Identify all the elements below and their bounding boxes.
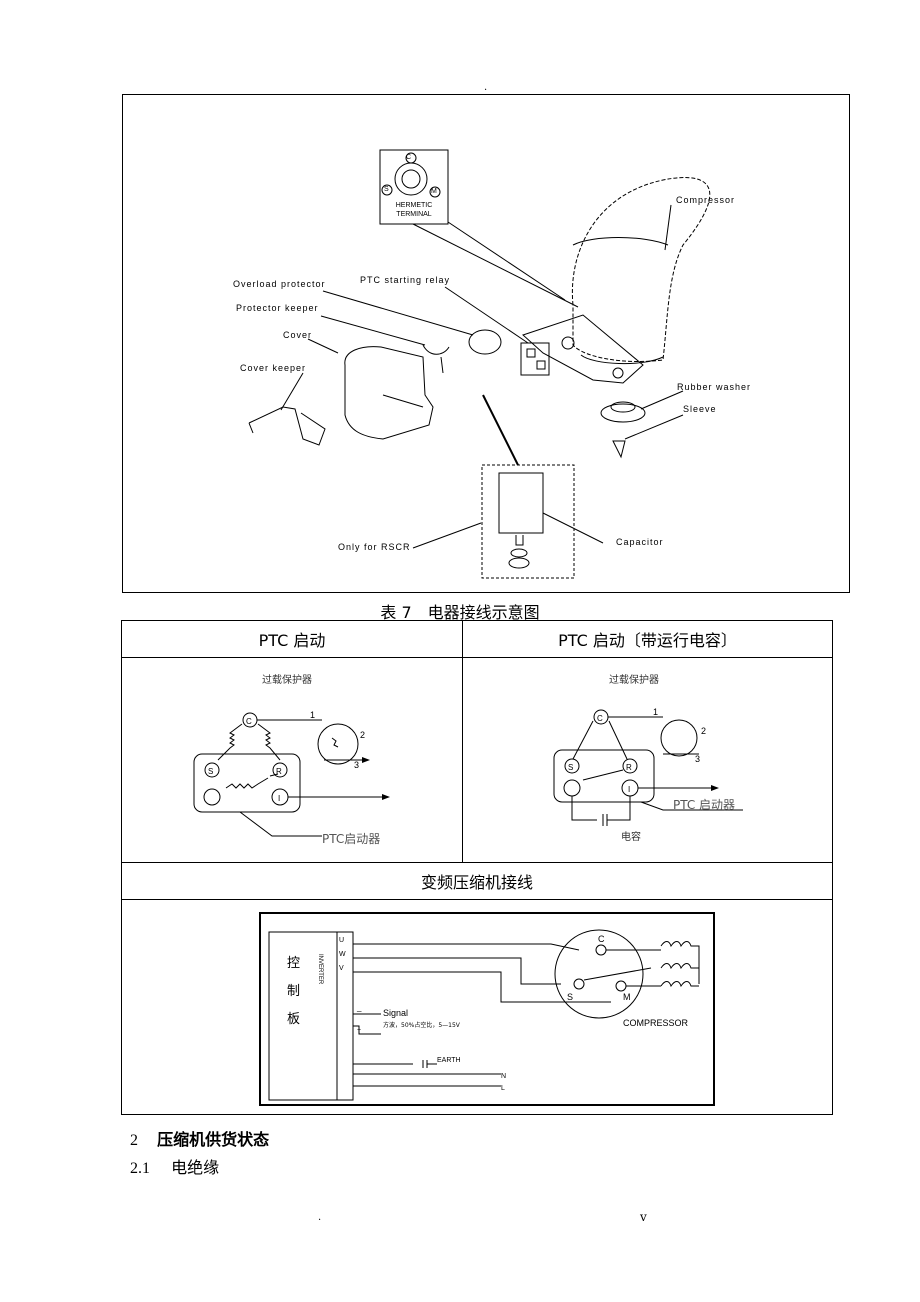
terminal-icon [394,162,428,196]
col2-header-cell: PTC 启动〔带运行电容〕 [463,621,832,658]
terminal-pin-m: M [431,188,437,195]
section-2-1-heading: 2.1 电绝缘 [130,1158,220,1177]
footer-dot: . [318,1212,322,1223]
label-protector-keeper: Protector keeper [236,303,319,313]
terminal-pin-s: S [384,186,389,193]
inverter-vertical-label: INVERTER [317,954,323,985]
ptc-relay-icon [520,342,550,376]
label-sleeve: Sleeve [683,404,717,414]
inverter-wiring-diagram: U W V C S M COMPRESSOR N L EARTH _ + Sig… [268,929,700,1101]
col1-header-cell: PTC 启动 [122,621,463,658]
svg-text:L: L [501,1085,505,1092]
ptc-cap-diagram-cell: C S R I 1 2 3 过载保护器 PTC 启动器 电容 [463,658,832,863]
exploded-drawing [248,149,711,579]
svg-text:S: S [568,763,573,772]
svg-text:C: C [246,717,252,726]
section-2-heading: 2 压缩机供货状态 [130,1130,270,1149]
svg-text:EARTH: EARTH [437,1057,461,1064]
svg-text:N: N [501,1073,506,1080]
svg-text:R: R [626,763,632,772]
cover-icon [344,346,434,440]
svg-text:V: V [339,965,344,972]
header-dot: . [484,82,488,93]
svg-text:M: M [623,992,631,1002]
svg-text:S: S [567,992,573,1002]
svg-text:2: 2 [360,730,365,740]
svg-text:3: 3 [354,760,359,770]
svg-text:I: I [628,785,630,794]
label-compressor: Compressor [676,195,736,205]
svg-text:1: 1 [653,707,658,717]
label-capacitor: Capacitor [616,537,664,547]
svg-text:+: + [357,1027,361,1034]
page-number: v [640,1210,647,1224]
col1-header: PTC 启动 [258,631,326,650]
svg-text:Signal: Signal [383,1008,408,1018]
capacitor-icon [498,472,544,534]
sleeve-icon [612,440,626,459]
overload-label-left: 过载保护器 [262,675,312,686]
label-only-rscr: Only for RSCR [338,542,411,552]
row2-header-cell: 变频压缩机接线 [122,863,832,900]
cover-keeper-icon [248,406,326,446]
svg-text:S: S [208,767,213,776]
label-rubber-washer: Rubber washer [677,382,752,392]
cap-label-right: 电容 [621,832,641,843]
table-caption: 表 7 电器接线示意图 [380,603,540,622]
svg-text:C: C [598,934,605,944]
svg-text:R: R [276,767,282,776]
label-ptc-relay: PTC starting relay [360,275,451,285]
wiring-table: PTC 启动 PTC 启动〔带运行电容〕 [121,620,833,1115]
col2-header: PTC 启动〔带运行电容〕 [558,631,737,650]
overload-label-right: 过载保护器 [609,675,659,686]
compressor-icon [571,177,711,363]
ptc-wiring-diagram: C S R I 1 2 3 [193,710,390,837]
overload-protector-icon [468,329,502,355]
rubber-washer-icon [600,403,646,423]
svg-text:I: I [278,794,280,803]
svg-text:1: 1 [310,710,315,720]
ptc-diagram-cell: C S R I 1 2 3 过载保护器 PTC启动器 [122,658,463,863]
terminal-pin-c: C [406,154,412,161]
svg-text:C: C [597,714,603,723]
inverter-diagram-cell: U W V C S M COMPRESSOR N L EARTH _ + Sig… [122,900,832,1114]
label-cover: Cover [283,330,313,340]
control-board-label: 控 制 板 [287,956,301,1027]
inverter-frame: U W V C S M COMPRESSOR N L EARTH _ + Sig… [259,912,715,1106]
svg-text:W: W [339,951,346,958]
row2-header: 变频压缩机接线 [420,873,533,892]
ptc-label-right: PTC 启动器 [673,798,736,812]
ptc-cap-wiring-diagram: C S R I 1 2 3 [553,707,743,826]
svg-text:_: _ [356,1003,362,1012]
rscr-box [481,464,575,579]
signal-note: 方波，50%占空比，5—15V [383,1022,460,1029]
ptc-label-left: PTC启动器 [322,832,381,846]
svg-text:2: 2 [701,726,706,736]
svg-text:3: 3 [695,754,700,764]
label-overload-protector: Overload protector [233,279,326,289]
svg-text:COMPRESSOR: COMPRESSOR [623,1018,689,1028]
label-cover-keeper: Cover keeper [240,363,307,373]
svg-text:U: U [339,937,344,944]
